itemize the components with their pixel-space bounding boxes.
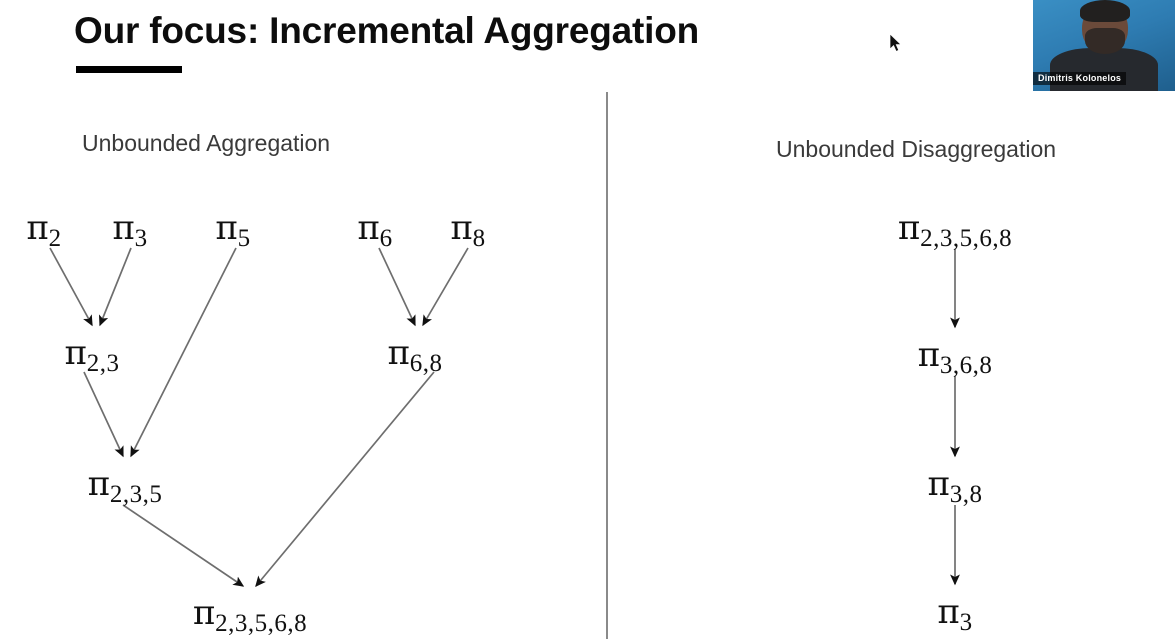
graph-edge-p8-to-p68 [422,247,469,327]
node-subscript: 5 [237,225,251,252]
graph-node-right-q23568: π2,3,5,6,8 [897,208,1012,251]
graph-node-right-q3: π3 [937,592,972,635]
node-subscript: 3,6,8 [939,352,993,379]
node-pi-symbol: π [897,208,921,248]
node-pi-symbol: π [927,464,950,504]
node-pi-symbol: π [917,335,940,375]
node-subscript: 2 [48,225,62,252]
graph-node-left-p6: π6 [357,208,392,251]
mouse-pointer-icon [889,33,902,52]
left-panel-heading: Unbounded Aggregation [82,130,331,156]
graph-edge-p6-to-p68 [378,247,416,327]
page-title: Our focus: Incremental Aggregation [74,10,700,51]
node-pi-symbol: π [112,208,135,248]
graph-edge-p235-to-p23568 [122,504,245,587]
node-subscript: 2,3,5 [109,481,163,508]
graph-edge-p5-to-p235 [130,247,237,458]
node-subscript: 6,8 [409,350,443,377]
right-panel-heading: Unbounded Disaggregation [776,136,1057,162]
node-pi-symbol: π [26,208,49,248]
graph-node-left-p68: π6,8 [387,333,442,376]
graph-node-left-p23568: π2,3,5,6,8 [192,593,307,636]
node-pi-symbol: π [192,593,216,633]
node-subscript: 2,3,5,6,8 [920,225,1013,252]
panel-divider [606,92,608,639]
node-subscript: 8 [472,225,486,252]
graph-edge-p23-to-p235 [83,371,124,458]
node-subscript: 3,8 [949,481,983,508]
graph-node-left-p5: π5 [215,208,250,251]
node-pi-symbol: π [215,208,238,248]
webcam-overlay[interactable]: Dimitris Kolonelos [1033,0,1175,91]
graph-node-left-p23: π2,3 [64,333,119,376]
graph-node-left-p2: π2 [26,208,61,251]
graph-edge-p3-to-p23 [98,247,132,327]
webcam-person-hair [1080,0,1130,22]
graph-node-right-q38: π3,8 [927,464,982,507]
node-pi-symbol: π [357,208,380,248]
node-pi-symbol: π [387,333,410,373]
graph-edge-p2-to-p23 [49,247,93,327]
node-pi-symbol: π [450,208,473,248]
webcam-participant-name: Dimitris Kolonelos [1033,72,1127,85]
node-pi-symbol: π [64,333,87,373]
webcam-person-beard [1085,28,1125,54]
node-subscript: 2,3 [86,350,120,377]
node-pi-symbol: π [937,592,960,632]
graph-node-left-p235: π2,3,5 [87,464,163,507]
node-subscript: 2,3,5,6,8 [215,610,308,637]
graph-edge-p68-to-p23568 [255,371,435,588]
node-subscript: 6 [379,225,393,252]
node-pi-symbol: π [87,464,110,504]
node-subscript: 3 [959,609,973,636]
graph-node-left-p8: π8 [450,208,485,251]
node-subscript: 3 [134,225,148,252]
graph-node-right-q368: π3,6,8 [917,335,993,378]
title-underline-rule [76,66,182,73]
graph-node-left-p3: π3 [112,208,147,251]
